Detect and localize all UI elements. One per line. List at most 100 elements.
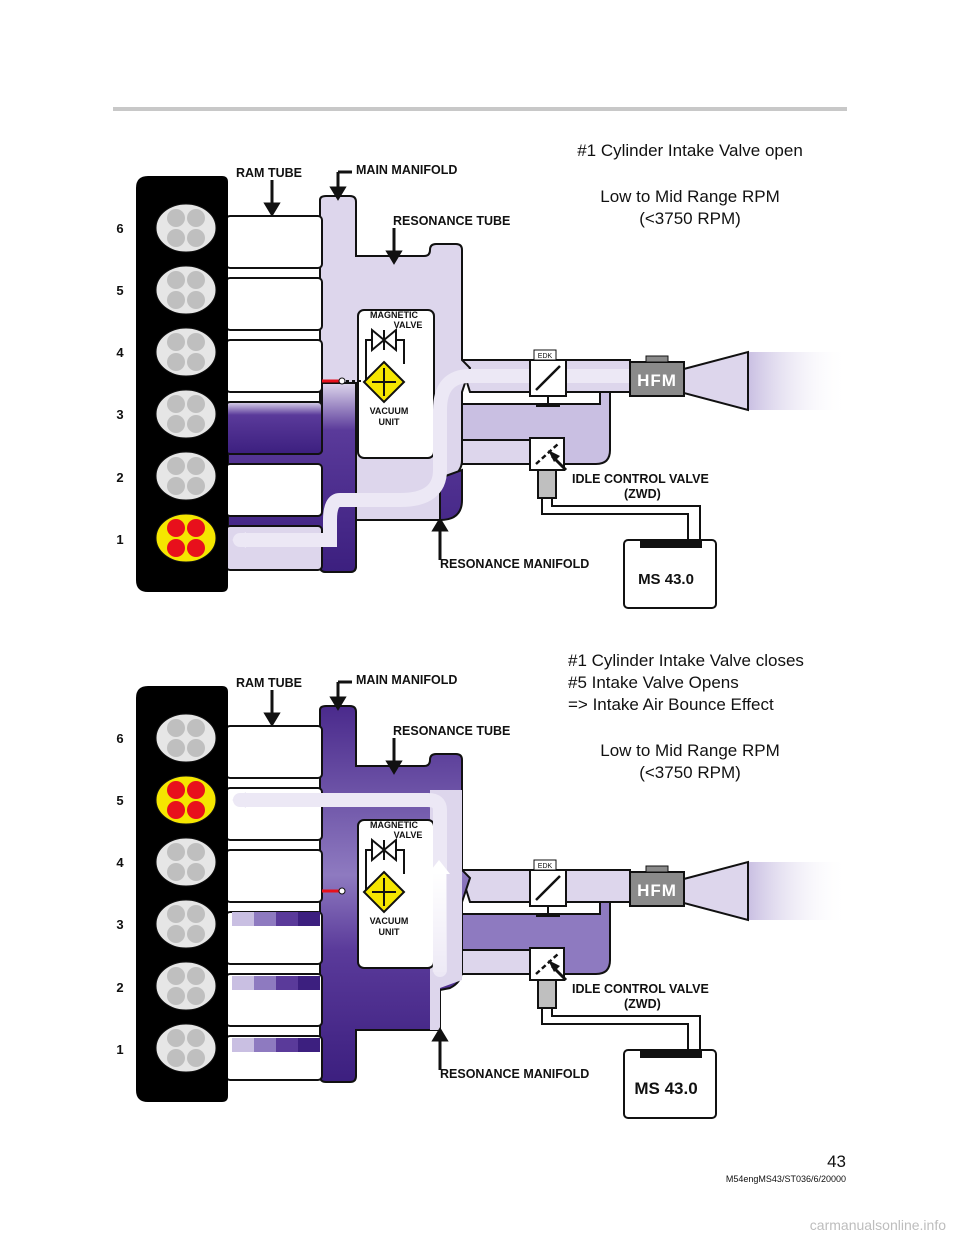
caption-line: Low to Mid Range RPM xyxy=(600,741,780,760)
ram-tube-label: RAM TUBE xyxy=(236,676,302,690)
cylinder-numbers: 6 5 4 3 2 1 xyxy=(116,731,124,1057)
cylinder-5-active xyxy=(155,775,217,825)
intake-horn xyxy=(679,860,749,922)
watermark: carmanualsonline.info xyxy=(810,1217,946,1233)
hfm-label: HFM xyxy=(637,371,677,390)
zwd-label: (ZWD) xyxy=(624,997,661,1011)
idle-bypass-duct xyxy=(461,439,531,465)
resonance-manifold-label: RESONANCE MANIFOLD xyxy=(440,557,589,571)
diagram-1-caption: #1 Cylinder Intake Valve open Low to Mid… xyxy=(577,141,803,228)
edk-tag xyxy=(533,859,557,871)
diagram-1: #1 Cylinder Intake Valve open Low to Mid… xyxy=(116,141,848,609)
unit-label: UNIT xyxy=(379,417,400,427)
edk-label: EDK xyxy=(538,863,553,870)
edk-tag xyxy=(533,349,557,361)
vacuum-label: VACUUM xyxy=(370,406,409,416)
caption-line: #5 Intake Valve Opens xyxy=(568,673,739,692)
airflow-path xyxy=(233,369,637,547)
runner-5 xyxy=(225,277,323,331)
magnetic-label: MAGNETIC xyxy=(370,820,418,830)
svg-text:4: 4 xyxy=(116,345,124,360)
airflow-arrowhead xyxy=(232,532,246,548)
intake-air-stream xyxy=(748,862,848,920)
idle-control-valve-label: IDLE CONTROL VALVE xyxy=(572,982,709,996)
valve-label: VALVE xyxy=(394,320,423,330)
cylinder-group xyxy=(155,203,217,563)
runner-6 xyxy=(225,725,323,779)
header-rule xyxy=(113,107,847,111)
ecu-label: MS 43.0 xyxy=(634,1079,697,1098)
zwd-label: (ZWD) xyxy=(624,487,661,501)
svg-text:1: 1 xyxy=(116,532,123,547)
document-code: M54engMS43/ST036/6/20000 xyxy=(726,1174,846,1184)
main-manifold-label: MAIN MANIFOLD xyxy=(356,163,457,177)
resonance-manifold-label: RESONANCE MANIFOLD xyxy=(440,1067,589,1081)
resonance-tube-label: RESONANCE TUBE xyxy=(393,214,510,228)
caption-line: #1 Cylinder Intake Valve closes xyxy=(568,651,804,670)
cylinder-3 xyxy=(155,899,217,949)
pressure-wave-blocks xyxy=(232,912,320,1052)
runner-stack xyxy=(225,215,323,571)
hfm-sensor xyxy=(629,871,685,907)
cylinder-1 xyxy=(155,1023,217,1073)
pointer-arrows xyxy=(263,170,449,560)
svg-text:4: 4 xyxy=(116,855,124,870)
cylinder-6 xyxy=(155,713,217,763)
valve-cluster xyxy=(167,209,205,495)
cylinder-numbers: 6 5 4 3 2 1 xyxy=(116,221,124,547)
active-valve-cluster xyxy=(167,781,205,819)
svg-text:5: 5 xyxy=(116,283,123,298)
runner-3-fill xyxy=(225,401,323,455)
idle-bypass-duct xyxy=(461,949,531,975)
caption-line: (<3750 RPM) xyxy=(639,209,741,228)
airflow-arrowhead xyxy=(232,792,246,808)
upflow-arrow xyxy=(432,872,446,972)
cylinder-1-active xyxy=(155,513,217,563)
svg-text:2: 2 xyxy=(116,980,123,995)
main-manifold-label: MAIN MANIFOLD xyxy=(356,673,457,687)
caption-line: Low to Mid Range RPM xyxy=(600,187,780,206)
idle-control-valve xyxy=(529,437,565,471)
runner-stack xyxy=(225,725,323,1081)
valve-cluster xyxy=(167,719,205,1067)
unit-label: UNIT xyxy=(379,927,400,937)
runner-2 xyxy=(225,463,323,517)
idle-control-valve xyxy=(529,947,565,981)
runner-1 xyxy=(225,525,323,571)
cylinder-4 xyxy=(155,837,217,887)
active-valve-cluster xyxy=(167,519,205,557)
ram-tube-label: RAM TUBE xyxy=(236,166,302,180)
svg-text:6: 6 xyxy=(116,731,123,746)
valve-label: VALVE xyxy=(394,830,423,840)
hfm-label: HFM xyxy=(637,881,677,900)
magnetic-label: MAGNETIC xyxy=(370,310,418,320)
idle-control-valve-label: IDLE CONTROL VALVE xyxy=(572,472,709,486)
pointer-arrows xyxy=(263,680,449,1070)
svg-text:5: 5 xyxy=(116,793,123,808)
cylinder-group xyxy=(155,713,217,1073)
airflow-path xyxy=(233,793,447,977)
ecu-wiring xyxy=(541,498,701,540)
cylinder-2 xyxy=(155,451,217,501)
svg-text:2: 2 xyxy=(116,470,123,485)
cylinder-2 xyxy=(155,961,217,1011)
intake-horn xyxy=(679,350,749,412)
cylinder-5 xyxy=(155,265,217,315)
caption-line: #1 Cylinder Intake Valve open xyxy=(577,141,803,160)
svg-text:3: 3 xyxy=(116,407,123,422)
ecu-wiring xyxy=(541,1008,701,1050)
vacuum-label: VACUUM xyxy=(370,916,409,926)
runner-4 xyxy=(225,339,323,393)
intake-air-stream xyxy=(748,352,848,410)
cylinder-6 xyxy=(155,203,217,253)
svg-text:1: 1 xyxy=(116,1042,123,1057)
cylinder-4 xyxy=(155,327,217,377)
diagram-2: #1 Cylinder Intake Valve closes #5 Intak… xyxy=(116,651,848,1119)
caption-line: => Intake Air Bounce Effect xyxy=(568,695,774,714)
runner-6 xyxy=(225,215,323,269)
svg-text:3: 3 xyxy=(116,917,123,932)
edk-label: EDK xyxy=(538,353,553,360)
diagram-2-caption: #1 Cylinder Intake Valve closes #5 Intak… xyxy=(568,651,804,782)
caption-line: (<3750 RPM) xyxy=(639,763,741,782)
